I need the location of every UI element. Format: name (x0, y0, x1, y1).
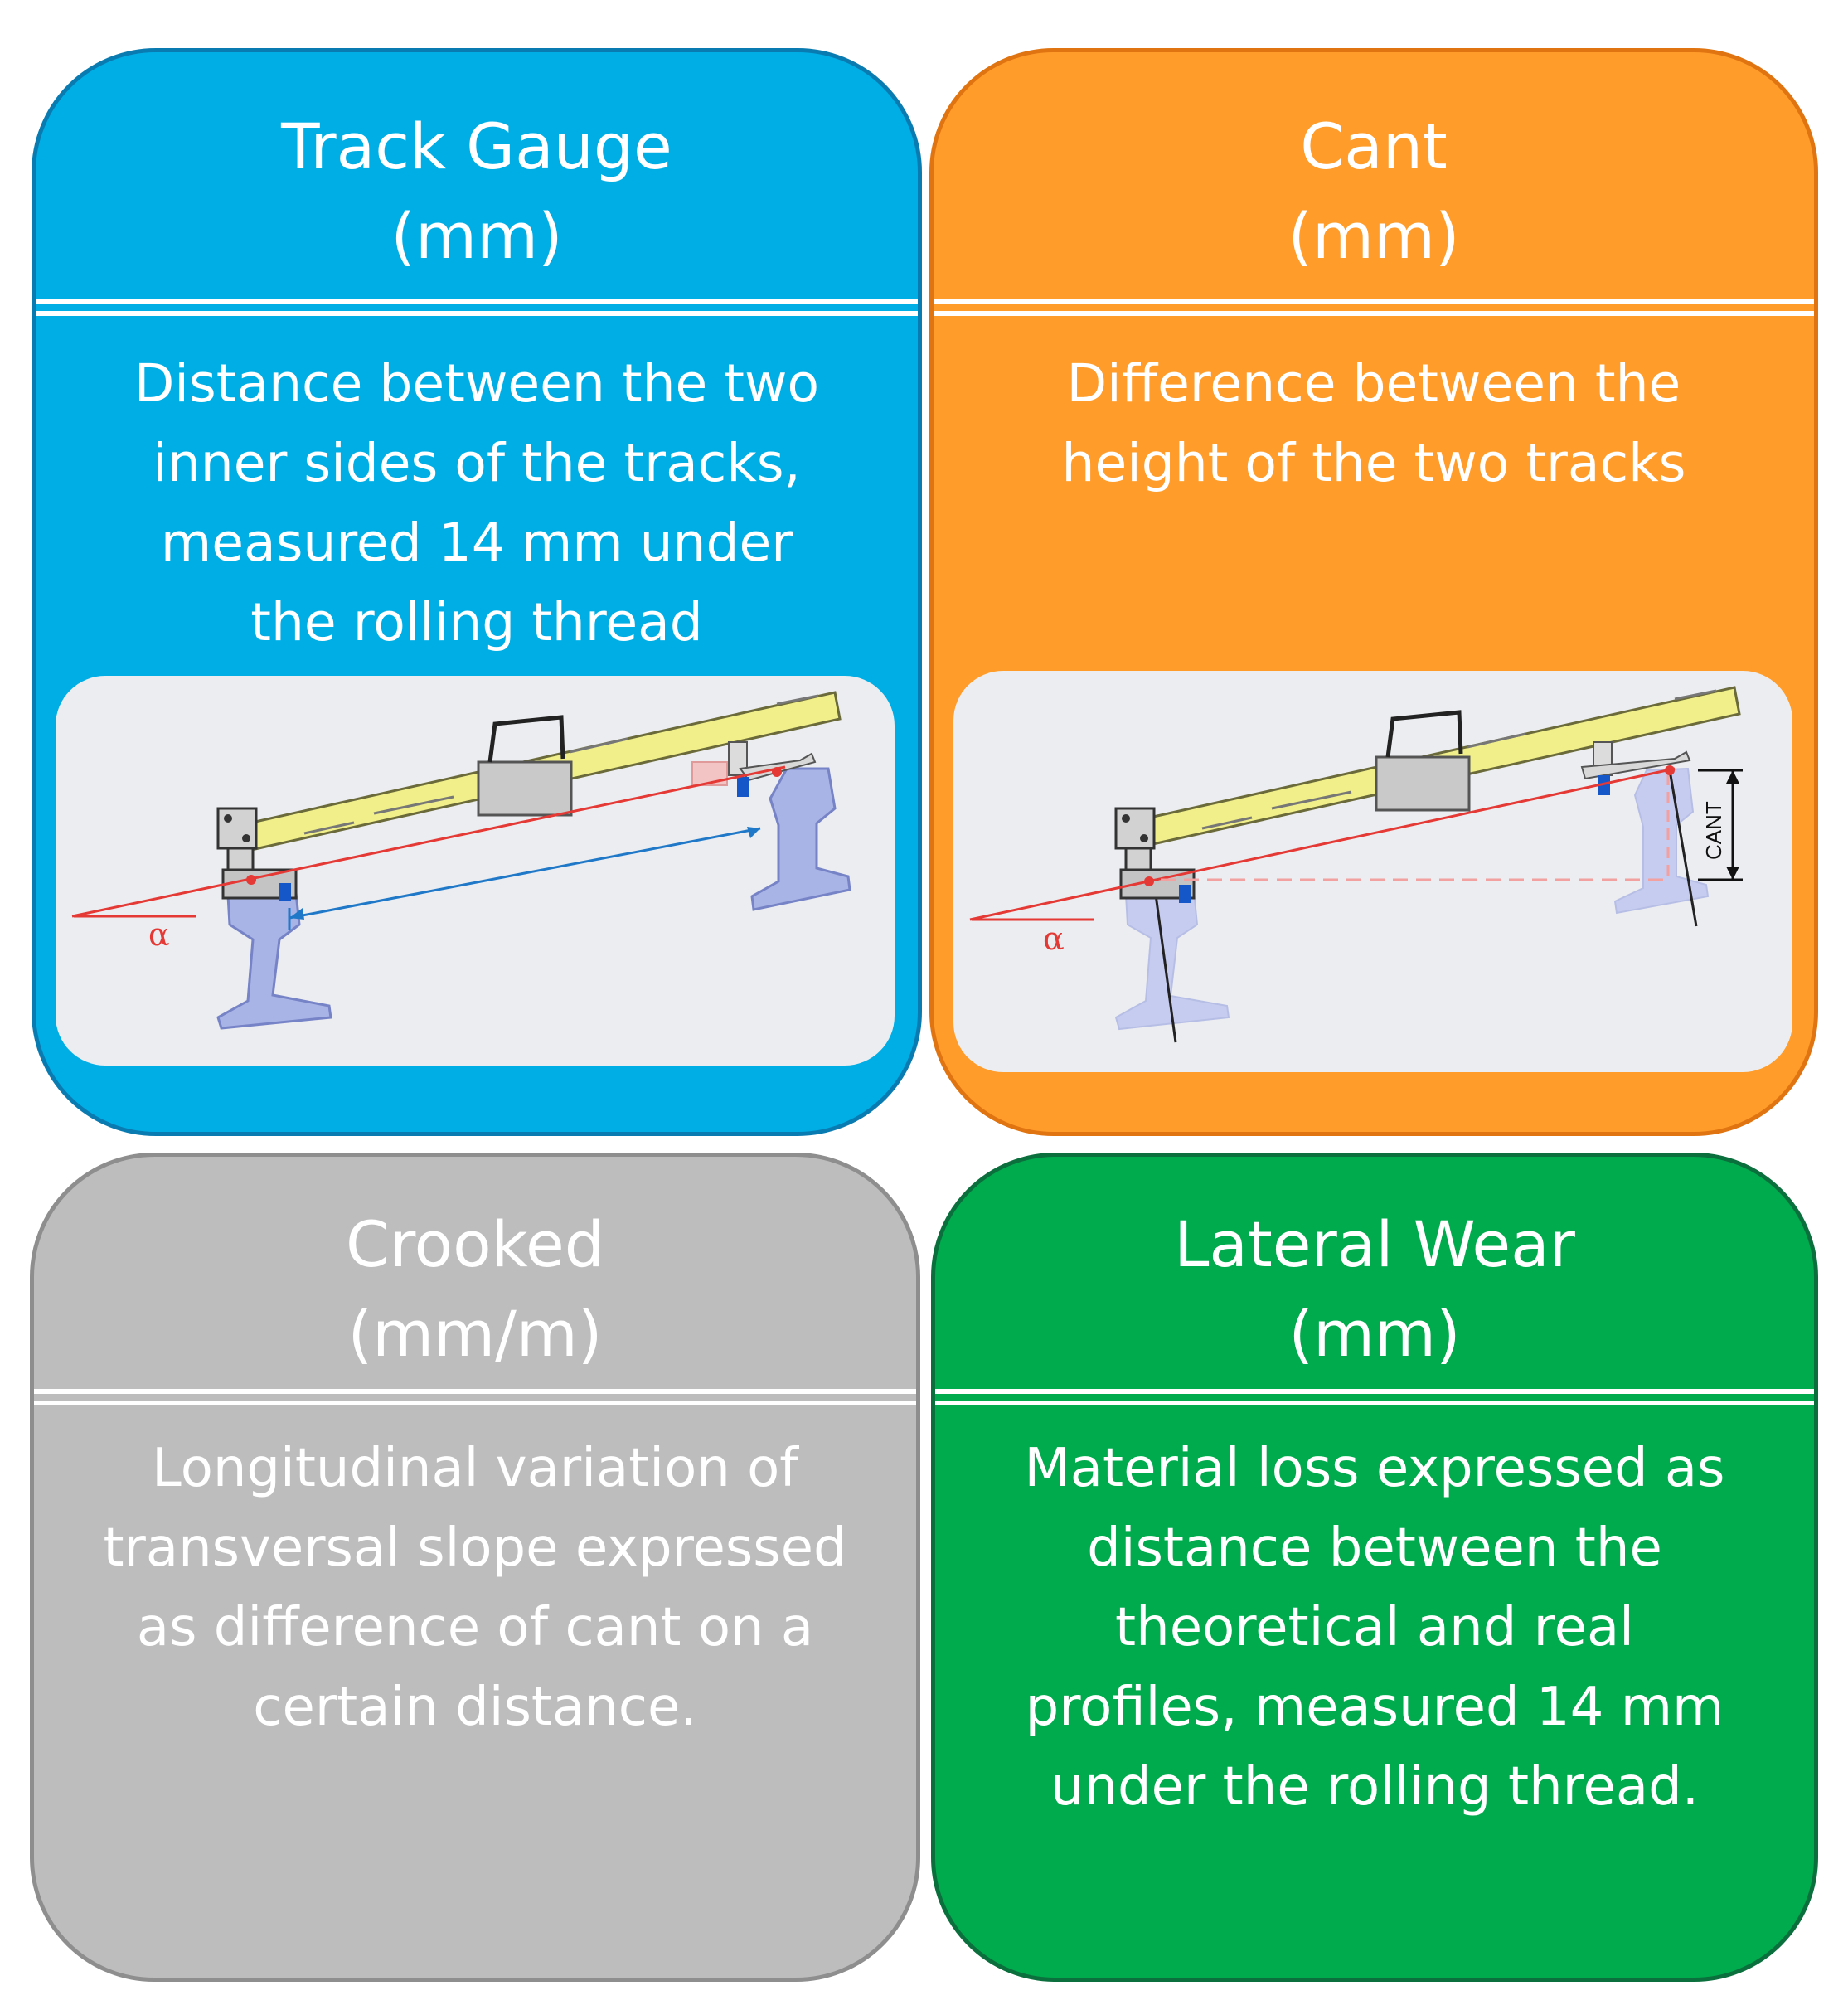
desc-line: Material loss expressed as (1024, 1438, 1725, 1499)
head-block (226, 847, 255, 871)
desc-line: distance between the (1087, 1517, 1662, 1579)
cant-description: Difference between the height of the two… (967, 344, 1781, 503)
reference-line (71, 765, 786, 918)
arrow-head (747, 827, 760, 838)
desc-line: measured 14 mm under (160, 512, 793, 573)
ruler-mark (1467, 732, 1526, 749)
arrow-head (289, 908, 304, 920)
handle-grip (1385, 710, 1463, 758)
right-rail (1613, 767, 1710, 915)
screw (1140, 834, 1148, 842)
left-rail (216, 891, 332, 1030)
crooked-title-line-1: Crooked (346, 1207, 604, 1281)
ruler-mark (1201, 816, 1253, 830)
contact-pad (1598, 775, 1610, 795)
desc-line: Distance between the two (133, 353, 820, 414)
contact-point (1665, 765, 1675, 775)
angle-label: α (148, 916, 170, 953)
slider-arm (1580, 750, 1691, 780)
screw (224, 814, 232, 823)
lateral-wear-card: Lateral Wear (mm) Material loss expresse… (931, 1153, 1818, 1982)
divider (934, 299, 1814, 304)
head-block (216, 807, 258, 850)
desc-line: certain distance. (253, 1677, 697, 1738)
head-block (1124, 847, 1152, 871)
screw (242, 834, 250, 842)
desc-line: inner sides of the tracks, (153, 433, 801, 493)
desc-line: the rolling thread (250, 592, 703, 653)
cant-illustration: CANT α (969, 686, 1743, 1043)
ruler-mark (776, 694, 819, 706)
cant-card: Cant (mm) Difference between the height … (929, 48, 1818, 1136)
contact-point (246, 875, 256, 885)
reference-line (969, 767, 1676, 921)
divider (36, 311, 918, 316)
crooked-card: Crooked (mm/m) Longitudinal variation of… (30, 1153, 920, 1982)
screw (1122, 814, 1130, 823)
ruler-mark (373, 795, 454, 815)
rail-axis (1668, 769, 1698, 927)
desc-line: transversal slope expressed (103, 1517, 847, 1579)
ruler-mark (569, 737, 628, 754)
divider (34, 1401, 916, 1405)
lateral-wear-description: Material loss expressed as distance betw… (968, 1429, 1781, 1827)
desc-line: profiles, measured 14 mm (1025, 1677, 1724, 1738)
cant-diagram: CANT α (953, 671, 1792, 1072)
cant-title: Cant (mm) (934, 102, 1814, 281)
left-rail (1114, 890, 1230, 1031)
contact-pad (279, 883, 291, 901)
desc-line: Difference between the (1066, 353, 1681, 414)
lateral-wear-title-line-2: (mm) (1288, 1297, 1461, 1371)
angle-label: α (1043, 920, 1065, 957)
track-gauge-card: Track Gauge (mm) Distance between the tw… (32, 48, 922, 1136)
track-gauge-title-line-2: (mm) (390, 199, 563, 273)
handle-grip (487, 715, 565, 763)
ruler-mark (303, 821, 355, 835)
ruler-mark (1674, 689, 1717, 701)
desc-line: height of the two tracks (1061, 433, 1686, 493)
desc-line: theoretical and real (1115, 1597, 1634, 1658)
cant-title-line-2: (mm) (1288, 199, 1460, 273)
arrow-head (1726, 867, 1739, 880)
ruler-mark (1271, 790, 1352, 810)
divider (934, 311, 1814, 316)
head-block (1114, 807, 1156, 850)
contact-point (772, 767, 782, 777)
track-gauge-description: Distance between the two inner sides of … (69, 344, 885, 663)
rail-axis (1154, 894, 1177, 1043)
contact-pad (737, 777, 749, 797)
lateral-wear-title: Lateral Wear (mm) (935, 1200, 1814, 1379)
handle-block (1375, 755, 1471, 812)
track-gauge-title: Track Gauge (mm) (36, 102, 918, 281)
cant-dimension-label: CANT (1701, 801, 1726, 860)
contact-pad (1179, 885, 1191, 903)
divider (34, 1389, 916, 1394)
divider (935, 1389, 1814, 1394)
desc-line: as difference of cant on a (136, 1597, 814, 1658)
handle-block (477, 760, 573, 817)
arrow-head (1726, 770, 1739, 784)
lateral-wear-title-line-1: Lateral Wear (1174, 1207, 1575, 1281)
slider-block (728, 741, 748, 776)
cant-title-line-1: Cant (1300, 109, 1448, 183)
divider (935, 1401, 1814, 1405)
track-gauge-diagram: α (56, 676, 895, 1066)
track-gauge-title-line-1: Track Gauge (281, 109, 672, 183)
crooked-title: Crooked (mm/m) (34, 1200, 916, 1379)
desc-line: Longitudinal variation of (152, 1438, 798, 1499)
crooked-description: Longitudinal variation of transversal sl… (67, 1429, 883, 1747)
contact-point (1144, 876, 1154, 886)
gauge-dimension-arrow (289, 827, 761, 920)
divider (36, 299, 918, 304)
crooked-title-line-2: (mm/m) (347, 1297, 603, 1371)
right-rail (750, 767, 851, 911)
track-gauge-illustration: α (71, 691, 851, 1030)
desc-line: under the rolling thread. (1050, 1756, 1700, 1818)
